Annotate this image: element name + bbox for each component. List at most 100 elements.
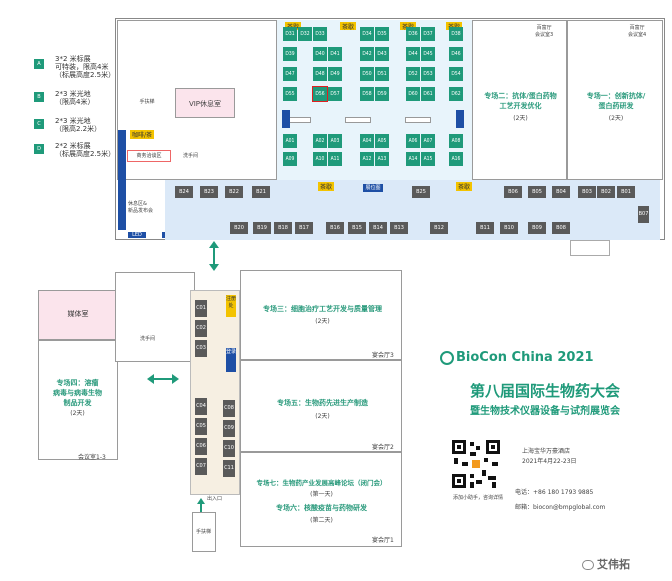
venue6-title: 专场六：核酸疫苗与药物研发 <box>276 504 367 512</box>
media-room-label: 媒体室 <box>67 310 89 318</box>
booth-A06: A06 <box>406 134 420 148</box>
sign-board: 登录 <box>226 348 236 372</box>
banquet-hall-1 <box>240 452 402 547</box>
booth-C03: C03 <box>195 340 207 357</box>
room3-label: 百富厅 会议室3 <box>535 25 554 38</box>
booth-B02: B02 <box>597 186 615 198</box>
booth-A15: A15 <box>421 152 435 166</box>
qr-hint: 添加小助手，咨询详情 <box>452 495 503 501</box>
booth-D50: D50 <box>360 67 374 81</box>
up-arrow-icon <box>197 498 205 513</box>
booth-B09: B09 <box>528 222 546 234</box>
venue4-days: (2天) <box>70 410 85 417</box>
legend-b-box: B <box>34 92 44 102</box>
booth-D44: D44 <box>406 47 420 61</box>
legend-a-text: 3*2 米标展可特装，限高4米（标展高度2.5米） <box>55 55 116 79</box>
booth-A12: A12 <box>360 152 374 166</box>
booth-C10: C10 <box>223 440 235 457</box>
mid-sign-2 <box>345 117 371 123</box>
booth-D35: D35 <box>375 27 389 41</box>
booth-B18: B18 <box>274 222 292 234</box>
booth-B25: B25 <box>412 186 430 198</box>
venue4-room: 会议室1-3 <box>78 454 106 461</box>
banquet-hall-3 <box>240 270 402 360</box>
handrail-lower: 手扶梯 <box>196 529 212 535</box>
exhibit-position-sign: 展位图 <box>363 184 383 192</box>
booth-A16: A16 <box>449 152 463 166</box>
booth-D32: D32 <box>298 27 312 41</box>
legend-d-text: 2*2 米标展（标展高度2.5米） <box>55 142 116 158</box>
qr-code-icon <box>452 440 500 488</box>
business-lounge: 商务洽谈区 <box>127 150 171 162</box>
booth-D39: D39 <box>283 47 297 61</box>
banquet-hall-2 <box>240 360 402 452</box>
venue6-room: 宴会厅1 <box>372 537 394 544</box>
booth-C02: C02 <box>195 320 207 337</box>
brand-logo: BioCon China 2021 <box>440 350 650 365</box>
booth-B05: B05 <box>528 186 546 198</box>
booth-A03: A03 <box>328 134 342 148</box>
booth-B01: B01 <box>617 186 635 198</box>
mid-sign-3 <box>405 117 431 123</box>
venue2-days: (2天) <box>513 115 528 122</box>
booth-B12: B12 <box>430 222 448 234</box>
booth-D61: D61 <box>421 87 435 101</box>
booth-D43: D43 <box>375 47 389 61</box>
lower-left-block <box>115 272 195 362</box>
booth-C04: C04 <box>195 398 207 415</box>
booth-A08: A08 <box>449 134 463 148</box>
venue3-room: 宴会厅3 <box>372 352 394 359</box>
booth-D56: D56 <box>312 86 328 102</box>
booth-D52: D52 <box>406 67 420 81</box>
booth-D46: D46 <box>449 47 463 61</box>
legend-d-box: D <box>34 144 44 154</box>
led-left: LED <box>128 232 146 238</box>
tea-sign-6: 茶歇 <box>456 182 472 191</box>
booth-B14: B14 <box>369 222 387 234</box>
booth-B15: B15 <box>348 222 366 234</box>
tea-sign-5: 茶歇 <box>318 182 334 191</box>
booth-D49: D49 <box>328 67 342 81</box>
meeting-room-3 <box>472 20 567 180</box>
brand-title2: 暨生物技术仪器设备与试剂展览会 <box>470 406 620 417</box>
venue2-title: 专场二：抗体/蛋白药物工艺开发优化 <box>484 92 557 110</box>
booth-D38: D38 <box>449 27 463 41</box>
venue1-title: 专场一：创新抗体/蛋白药研发 <box>586 92 646 110</box>
booth-A09: A09 <box>283 152 297 166</box>
booth-D59: D59 <box>375 87 389 101</box>
venue5-room: 宴会厅2 <box>372 444 394 451</box>
blue-pillar-left <box>282 110 290 128</box>
venue4-title: 专场四：溶瘤病毒与病毒生物制品开发 <box>53 379 102 407</box>
booth-D31: D31 <box>283 27 297 41</box>
wechat-icon <box>582 560 594 570</box>
booth-B21: B21 <box>252 186 270 198</box>
booth-D48: D48 <box>313 67 327 81</box>
blue-pillar-right <box>456 110 464 128</box>
restroom-top: 洗手间 <box>183 153 199 159</box>
booth-B13: B13 <box>390 222 408 234</box>
booth-A07: A07 <box>421 134 435 148</box>
watermark-text: 艾伟拓 <box>597 558 630 571</box>
booth-B11: B11 <box>476 222 494 234</box>
booth-B20: B20 <box>230 222 248 234</box>
rest-area: 休息区&新品发布会 <box>128 201 154 214</box>
booth-A10: A10 <box>313 152 327 166</box>
left-blue-strip <box>118 130 126 230</box>
phone: 电话：+86 180 1793 9885 <box>515 489 594 496</box>
booth-D37: D37 <box>421 27 435 41</box>
booth-C05: C05 <box>195 418 207 435</box>
venue3-days: (2天) <box>315 318 330 325</box>
booth-D57: D57 <box>328 87 342 101</box>
booth-C01: C01 <box>195 300 207 317</box>
booth-zone-green <box>277 20 472 180</box>
booth-D54: D54 <box>449 67 463 81</box>
legend-c-box: C <box>34 119 44 129</box>
event-date: 2021年4月22-23日 <box>522 458 577 465</box>
coffee-sign: 咖啡/茶 <box>130 130 154 139</box>
restroom-lower: 洗手间 <box>140 336 156 342</box>
media-room: 媒体室 <box>38 290 118 340</box>
booth-D45: D45 <box>421 47 435 61</box>
booth-B19: B19 <box>253 222 271 234</box>
brand-title1: 第八届国际生物药大会 <box>469 382 620 400</box>
booth-A02: A02 <box>313 134 327 148</box>
